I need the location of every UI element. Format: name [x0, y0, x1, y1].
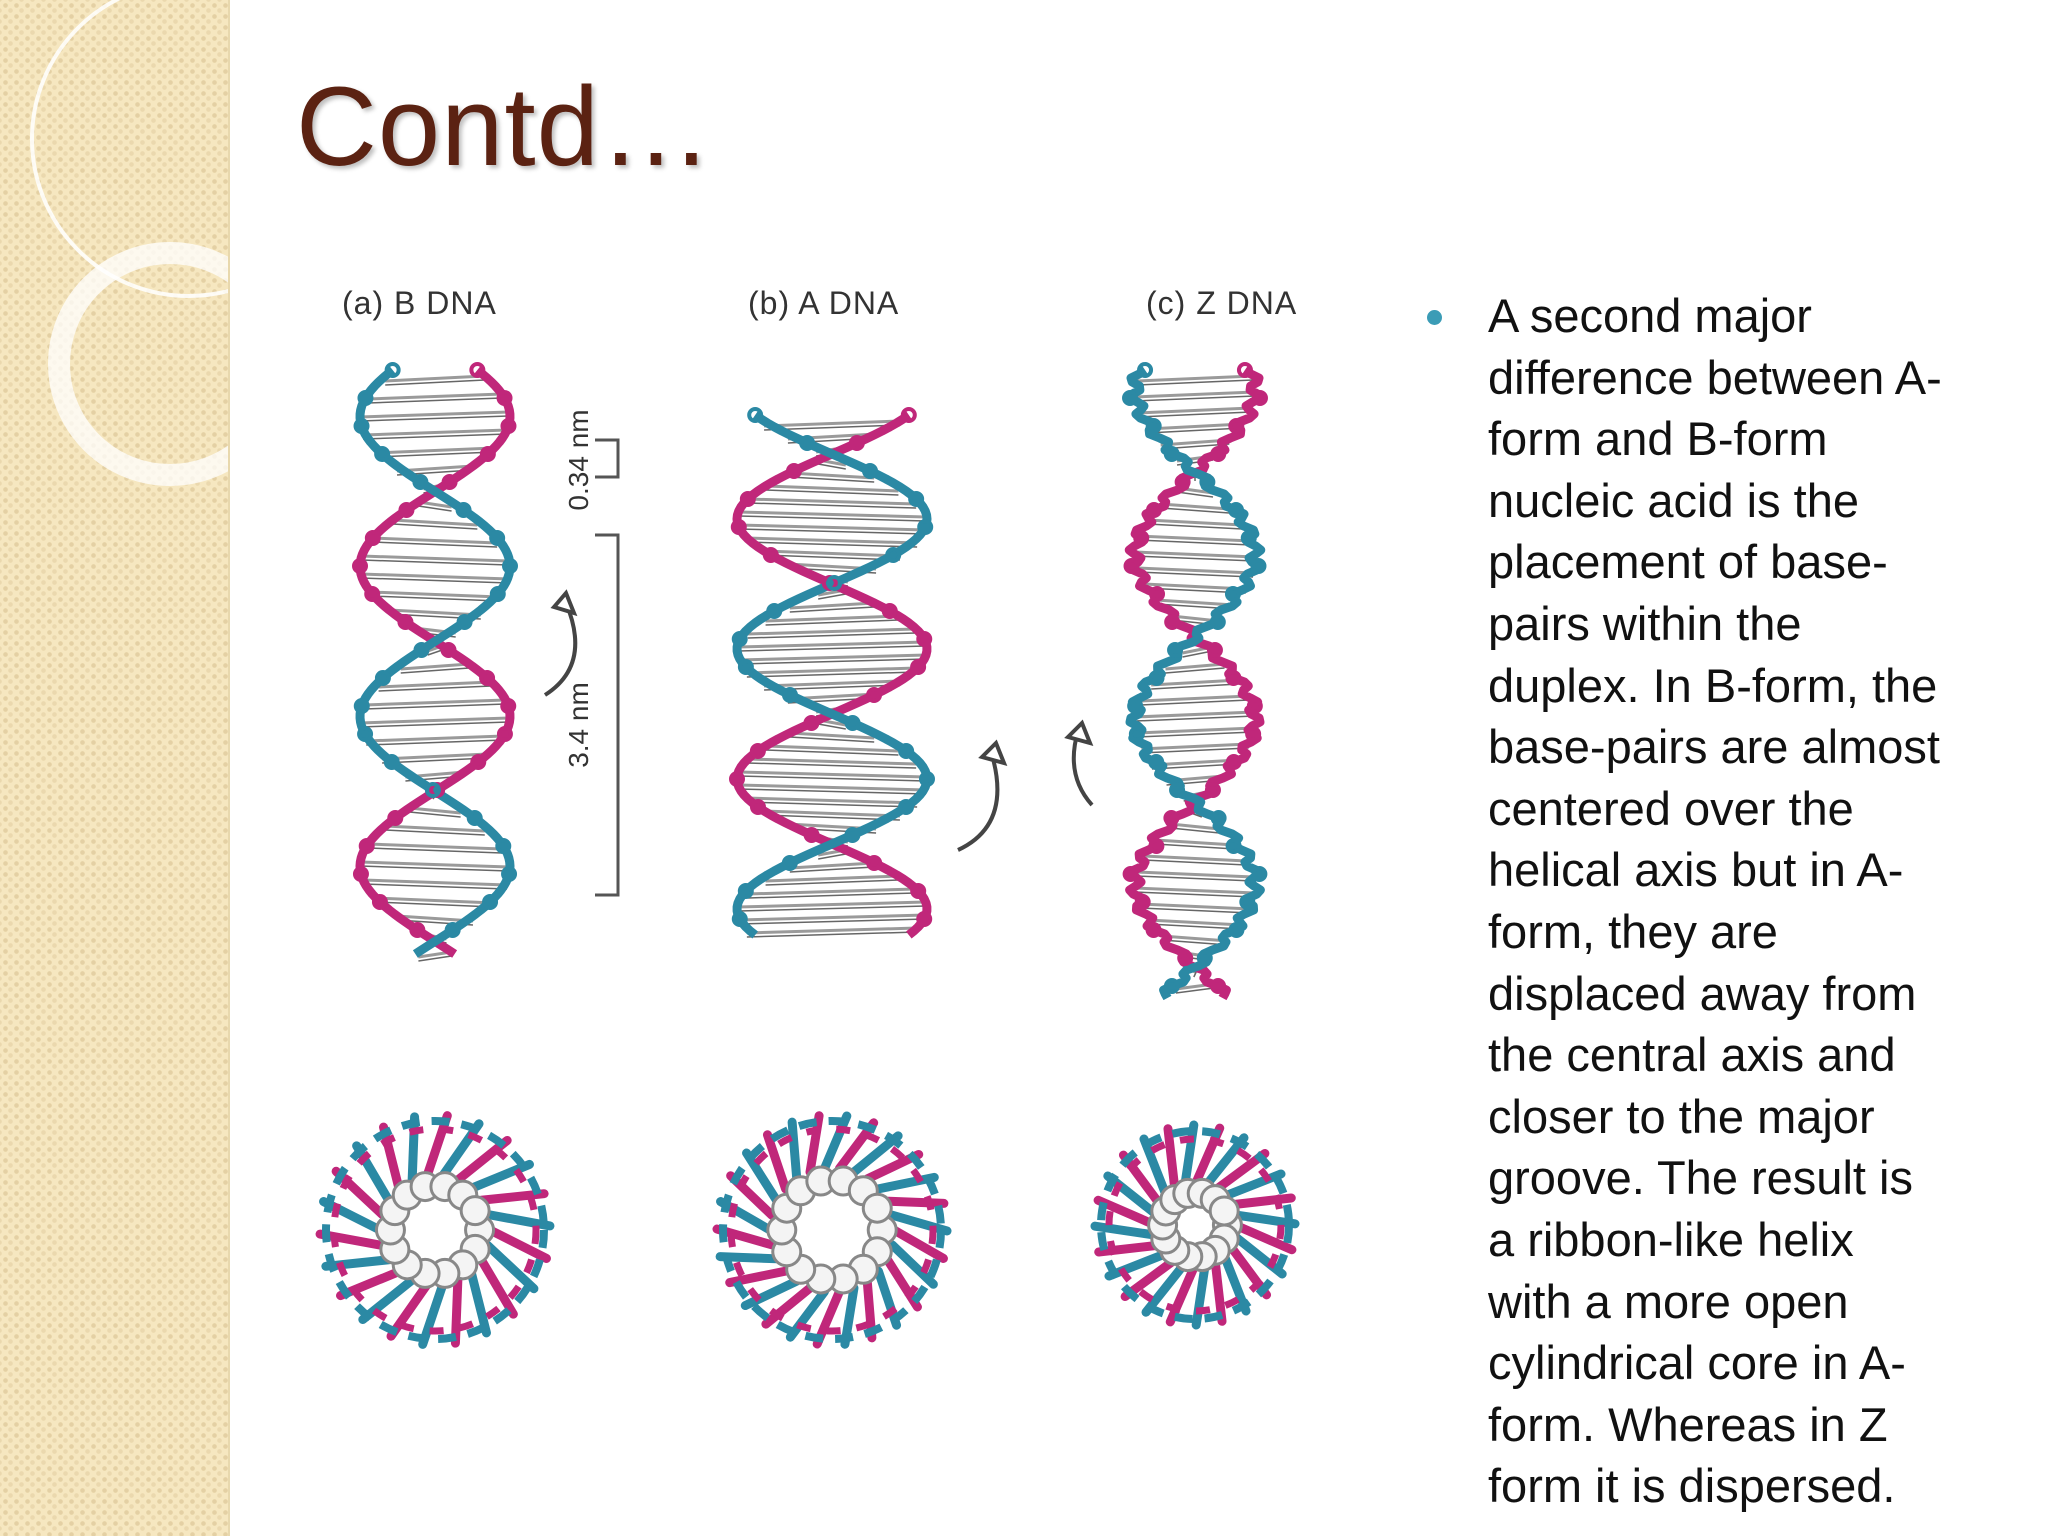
dna-forms-figure: (a) B DNA (b) A DNA (c) Z DNA 0.34 nm 3.… — [270, 285, 1390, 1365]
rise-bracket — [595, 438, 620, 479]
rotation-arrow-z — [1064, 719, 1094, 807]
rotation-arrow-b — [543, 589, 578, 697]
bullet-text: A second major difference between A- for… — [1488, 289, 1942, 1513]
z-dna-side-view — [1122, 362, 1268, 1001]
top-views — [315, 1111, 1300, 1349]
panel-label-z-dna: (c) Z DNA — [1146, 285, 1298, 321]
a-dna-side-view — [729, 407, 935, 939]
panel-label-a-dna: (b) A DNA — [748, 285, 900, 321]
slide-title: Contd… — [296, 64, 713, 189]
decorative-sidebar — [0, 0, 230, 1536]
rotation-arrow-a — [957, 739, 1008, 852]
b-dna-side-view — [352, 362, 518, 962]
bullet-point-icon — [1427, 310, 1442, 325]
panel-label-b-dna: (a) B DNA — [342, 285, 497, 321]
rise-label: 0.34 nm — [563, 409, 594, 510]
pitch-label: 3.4 nm — [563, 682, 594, 768]
pitch-bracket — [595, 533, 620, 897]
decorative-ring-small — [48, 242, 228, 486]
dna-structures-drawing: 0.34 nm 3.4 nm — [315, 362, 1300, 1349]
